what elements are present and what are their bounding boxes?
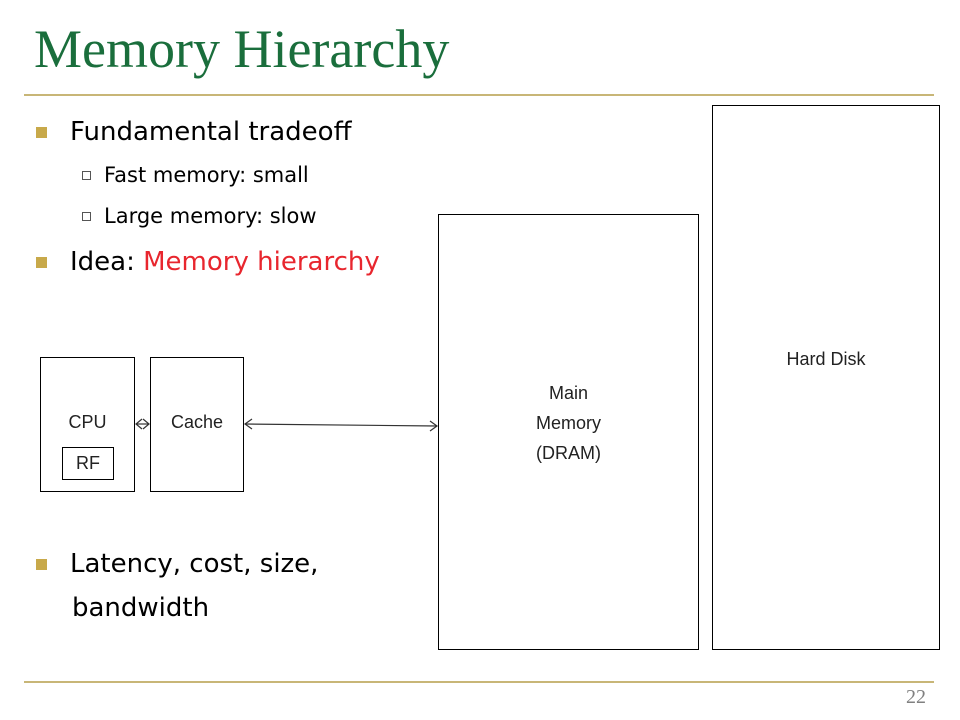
main-memory-box [438, 214, 699, 650]
slide-title: Memory Hierarchy [34, 19, 450, 79]
subbullet-marker [82, 171, 91, 180]
hard-disk-box [712, 105, 940, 650]
cpu-cache-arrow [135, 418, 150, 430]
subbullet-text: Large memory: slow [104, 204, 317, 228]
main-memory-label-line2: Memory [535, 413, 601, 433]
bullet-marker [36, 127, 47, 138]
main-memory-label-line3: (DRAM) [536, 443, 601, 463]
main-memory-label-line1: Main [548, 383, 588, 403]
cache-box [150, 357, 244, 492]
subbullet-marker [82, 212, 91, 221]
hard-disk-label: Hard Disk [786, 349, 866, 369]
cache-label: Cache [170, 412, 224, 432]
page-number: 22 [906, 686, 926, 708]
bullet-marker [36, 559, 47, 570]
bullet-text: Latency, cost, size, [70, 549, 319, 579]
bullet-marker [36, 257, 47, 268]
rf-label: RF [76, 453, 100, 473]
title-rule [24, 94, 934, 96]
rf-box [62, 447, 114, 480]
subbullet-text: Fast memory: small [104, 163, 309, 187]
idea-prefix: Idea: [70, 247, 144, 277]
bullet-latency-continuation: bandwidth [72, 593, 210, 623]
bullet-text: Idea: Memory hierarchy [70, 246, 380, 278]
idea-highlight: Memory hierarchy [143, 247, 380, 277]
cache-memory-arrow [243, 418, 439, 432]
cpu-label: CPU [68, 412, 107, 432]
footer-rule [24, 681, 934, 683]
bullet-text: Fundamental tradeoff [70, 117, 352, 147]
